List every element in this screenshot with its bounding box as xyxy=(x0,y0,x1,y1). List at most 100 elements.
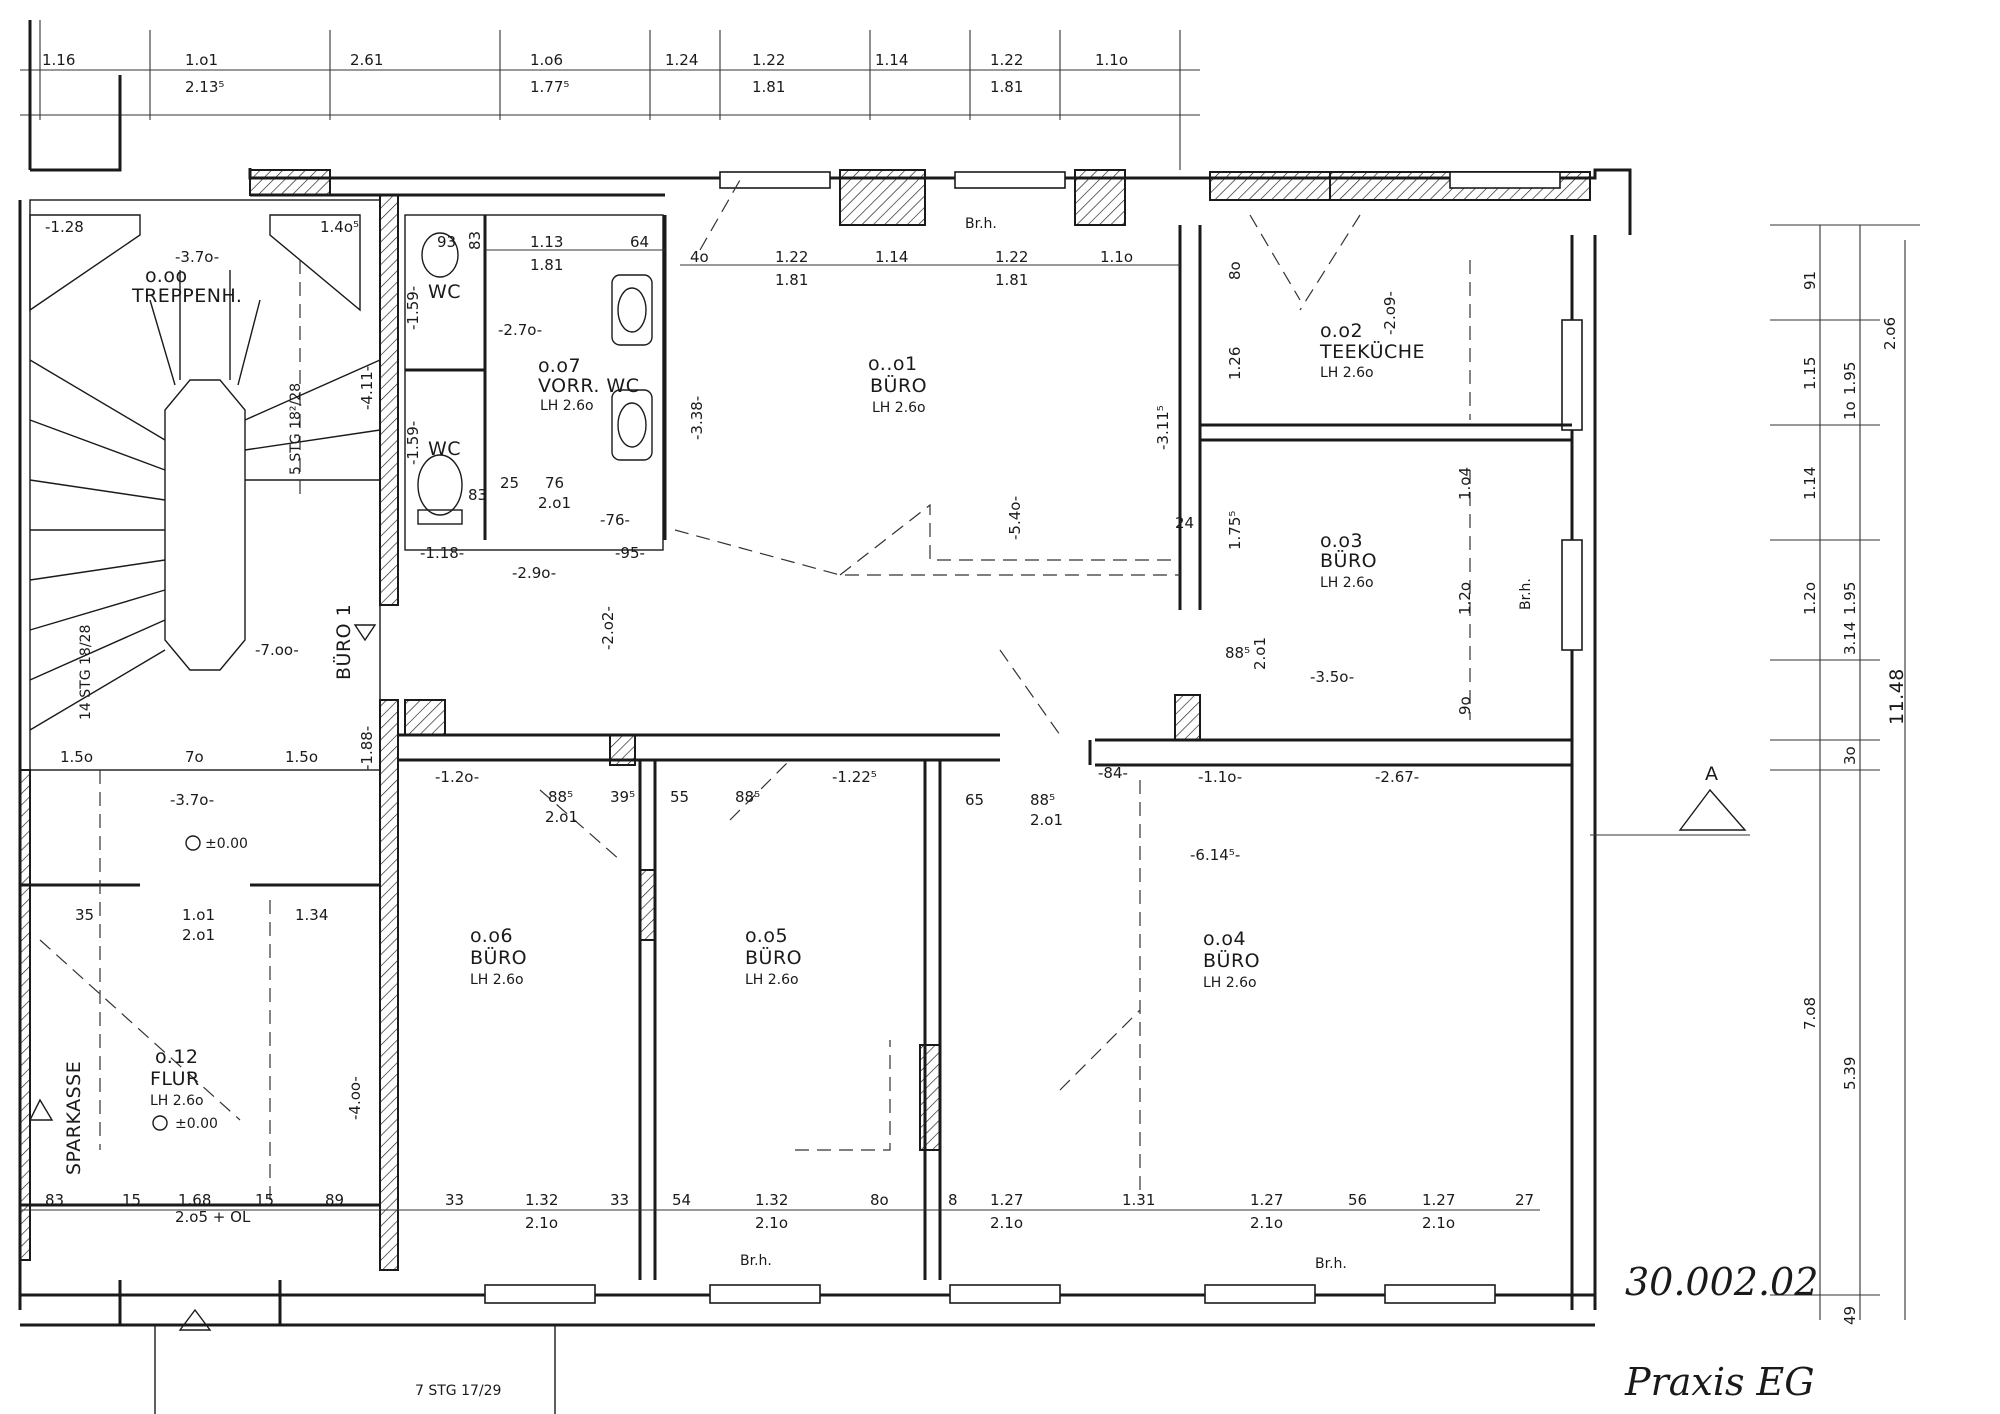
stair-steps-main: 5 STG 18²/28 xyxy=(288,383,304,475)
dim-misc-55: -1.59- xyxy=(404,421,422,465)
dim-misc-20: 65 xyxy=(965,791,984,809)
dim-right-6: 1.14 xyxy=(1801,467,1819,500)
inner-dimensions: 4o 1.22 1.81 1.14 1.22 1.81 1.1o 1.13 1.… xyxy=(437,231,1180,289)
dim-misc-49: -76- xyxy=(600,511,630,529)
dim-misc-16: 39⁵ xyxy=(610,788,635,806)
dim-misc-32: 1.o1 xyxy=(182,906,215,924)
dim-right-7: 1.2o xyxy=(1801,582,1819,615)
dim-bottom-21: 1.27 xyxy=(1422,1191,1455,1209)
dim-misc-36: -4.oo- xyxy=(346,1076,364,1120)
dim-bottom-1: 83 xyxy=(45,1191,64,1209)
dim-misc-33: 2.o1 xyxy=(182,926,215,944)
room-name: VORR. WC xyxy=(538,375,639,397)
dim-misc-48: -95- xyxy=(615,544,645,562)
buero1-label: BÜRO 1 xyxy=(332,604,355,680)
staircase xyxy=(29,199,381,771)
dim-misc-24: -1.1o- xyxy=(1198,768,1242,786)
room-name: BÜRO xyxy=(470,946,527,969)
dim-right-5: 1o xyxy=(1841,401,1859,420)
room-number: o.o7 xyxy=(538,355,581,377)
dim-misc-22: 2.o1 xyxy=(1030,811,1063,829)
room-005-label: o.o5 BÜRO LH 2.6o xyxy=(745,925,802,988)
room-height: LH 2.6o xyxy=(872,400,926,416)
dim-wc-4: 93 xyxy=(437,233,456,251)
dim-misc-41: 1.2o xyxy=(1456,582,1474,615)
dim-bottom-11: 1.32 xyxy=(755,1191,788,1209)
entrance-arrow-left-icon xyxy=(28,1098,54,1121)
level-mark-upper: ±0.00 xyxy=(205,836,248,852)
dim-misc-46: 2.o1 xyxy=(1251,637,1269,670)
dim-misc-15: 2.o1 xyxy=(545,808,578,826)
entrance-arrow-icon xyxy=(178,1308,212,1331)
room-height: LH 2.6o xyxy=(1320,365,1374,381)
dim-wc-3: 64 xyxy=(630,233,649,251)
dim-right-4: 2.o6 xyxy=(1881,317,1899,350)
dim-bottom-15: 1.27 xyxy=(990,1191,1023,1209)
dim-top-4: 2.61 xyxy=(350,51,383,69)
dim-misc-14: 88⁵ xyxy=(548,788,573,806)
dim-top-5: 1.o6 xyxy=(530,51,563,69)
outer-walls xyxy=(18,20,1632,1327)
brh-label-top: Br.h. xyxy=(965,216,997,232)
right-dimension-chain: 91 1.15 1.95 2.o6 1o 1.14 1.2o 1.95 3.14… xyxy=(1770,224,1920,1325)
wc-lower-label: WC xyxy=(428,438,461,460)
dim-inner-2: 1.22 xyxy=(775,248,808,266)
room-number: o.12 xyxy=(155,1046,199,1068)
dim-misc-42: 1.75⁵ xyxy=(1226,511,1244,550)
dim-top-11: 1.22 xyxy=(990,51,1023,69)
dim-inner-5: 1.22 xyxy=(995,248,1028,266)
dim-misc-45: 88⁵ xyxy=(1225,644,1250,662)
dim-bottom-10: 54 xyxy=(672,1191,691,1209)
dim-inner-1: 4o xyxy=(690,248,709,266)
level-marker-upper xyxy=(185,835,201,851)
room-number: o.o2 xyxy=(1320,320,1363,342)
dim-right-12: 5.39 xyxy=(1841,1057,1859,1090)
dim-bottom-17: 1.31 xyxy=(1122,1191,1155,1209)
dim-misc-12: -1.88- xyxy=(358,726,376,770)
dim-misc-21: 88⁵ xyxy=(1030,791,1055,809)
room-002-label: o.o2 TEEKÜCHE LH 2.6o xyxy=(1319,320,1425,381)
room-height: LH 2.6o xyxy=(470,972,524,988)
dim-bottom-7: 1.32 xyxy=(525,1191,558,1209)
room-height: LH 2.6o xyxy=(1203,975,1257,991)
room-number: o.o5 xyxy=(745,925,788,947)
dim-bottom-16: 2.1o xyxy=(990,1214,1023,1232)
buero-arrow-icon xyxy=(353,624,377,642)
dim-misc-43: 9o xyxy=(1456,696,1474,715)
dim-bottom-12: 2.1o xyxy=(755,1214,788,1232)
dim-misc-7: -3.11⁵ xyxy=(1154,405,1172,450)
flur-ol-label: 2.o5 + OL xyxy=(175,1208,251,1226)
dim-misc-13: -1.2o- xyxy=(435,768,479,786)
dim-bottom-22: 2.1o xyxy=(1422,1214,1455,1232)
dim-misc-40: 1.o4 xyxy=(1456,467,1474,500)
stair-steps-bottom: 7 STG 17/29 xyxy=(415,1383,501,1399)
section-marker: A xyxy=(28,624,1750,1331)
dim-misc-31: -3.7o- xyxy=(170,791,214,809)
room-number: o.o6 xyxy=(470,925,513,947)
dim-misc-8: -2.9o- xyxy=(512,564,556,582)
room-name: TEEKÜCHE xyxy=(1319,340,1425,363)
dim-misc-10: -7.oo- xyxy=(255,641,299,659)
dim-misc-53: 83 xyxy=(468,486,487,504)
room-height: LH 2.6o xyxy=(150,1093,204,1109)
dim-right-3: 1.95 xyxy=(1841,362,1859,395)
dim-top-7: 1.24 xyxy=(665,51,698,69)
dim-misc-28: 1.5o xyxy=(60,748,93,766)
dim-bottom-4: 15 xyxy=(255,1191,274,1209)
room-name: BÜRO xyxy=(1320,549,1377,572)
dim-misc-17: 55 xyxy=(670,788,689,806)
room-height: LH 2.6o xyxy=(745,972,799,988)
dim-bottom-3: 1.68 xyxy=(178,1191,211,1209)
room-name: BÜRO xyxy=(1203,949,1260,972)
dim-top-2: 1.o1 xyxy=(185,51,218,69)
dim-inner-4: 1.14 xyxy=(875,248,908,266)
dim-right-9: 3.14 xyxy=(1841,622,1859,655)
dim-wc-5: 83 xyxy=(466,231,484,250)
dim-misc-34: 1.34 xyxy=(295,906,328,924)
room-name: BÜRO xyxy=(870,374,927,397)
room-name: TREPPENH. xyxy=(131,285,242,307)
dim-right-2: 1.15 xyxy=(1801,357,1819,390)
dim-top-3: 2.13⁵ xyxy=(185,78,224,96)
dim-wc-2: 1.81 xyxy=(530,256,563,274)
